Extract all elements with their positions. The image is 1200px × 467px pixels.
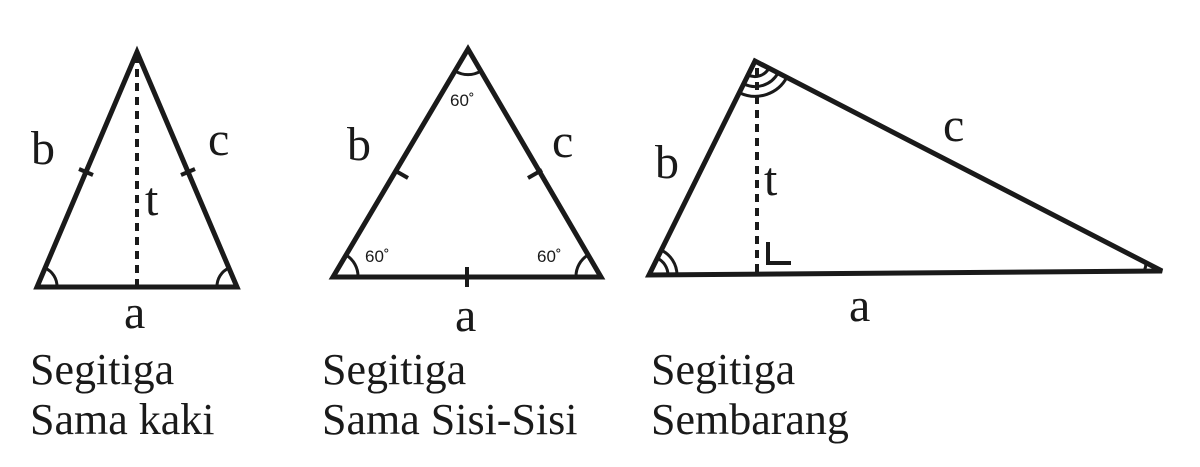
scalene-right-angle-arc [1142,262,1148,272]
isosceles-label-a: a [124,286,145,339]
isosceles-label-c: c [208,113,229,166]
isosceles-triangle: b c t a [31,45,241,339]
equilateral-angle-right: 60˚ [537,247,562,266]
scalene-caption-line1: Segitiga [651,345,796,394]
isosceles-side-c-tick [180,167,196,177]
scalene-triangle: b t c a [644,57,1164,332]
isosceles-caption-line2: Sama kaki [30,395,215,444]
equilateral-top-angle-arc [454,69,482,77]
scalene-label-b: b [655,136,679,189]
scalene-caption: Segitiga Sembarang [651,345,849,445]
isosceles-caption: Segitiga Sama kaki [30,345,215,445]
isosceles-label-b: b [31,122,55,175]
equilateral-right-angle-arc [574,253,589,278]
equilateral-label-c: c [552,115,573,168]
equilateral-caption-line1: Segitiga [322,345,467,394]
equilateral-label-a: a [455,289,476,342]
scalene-right-angle-marker [766,242,791,265]
scalene-top-angle-arc-3 [739,76,789,98]
scalene-label-t: t [764,153,778,206]
scalene-top-angle-arc-1 [747,67,771,79]
scalene-top-angle-arc-2 [743,72,780,89]
isosceles-left-angle-arc [44,266,59,288]
equilateral-caption-line2: Sama Sisi-Sisi [322,395,578,444]
scalene-label-a: a [849,279,870,332]
equilateral-triangle: 60˚ 60˚ 60˚ b c a [328,44,606,342]
isosceles-caption-line1: Segitiga [30,345,175,394]
equilateral-angle-left: 60˚ [365,247,390,266]
equilateral-caption: Segitiga Sama Sisi-Sisi [322,345,578,445]
scalene-label-c: c [943,99,964,152]
scalene-caption-line2: Sembarang [651,395,849,444]
equilateral-left-angle-arc [345,253,360,278]
equilateral-angle-top: 60˚ [450,91,475,110]
scalene-left-angle-arc-1 [656,256,670,276]
equilateral-label-b: b [347,118,371,171]
isosceles-label-t: t [145,173,159,226]
scalene-outline [644,57,1164,278]
isosceles-outline [33,45,241,290]
isosceles-side-b-tick [78,167,94,177]
isosceles-right-angle-arc [215,266,230,288]
scalene-left-angle-arc-2 [660,248,679,276]
equilateral-side-c-tick [527,168,543,180]
equilateral-side-b-tick [393,168,409,180]
